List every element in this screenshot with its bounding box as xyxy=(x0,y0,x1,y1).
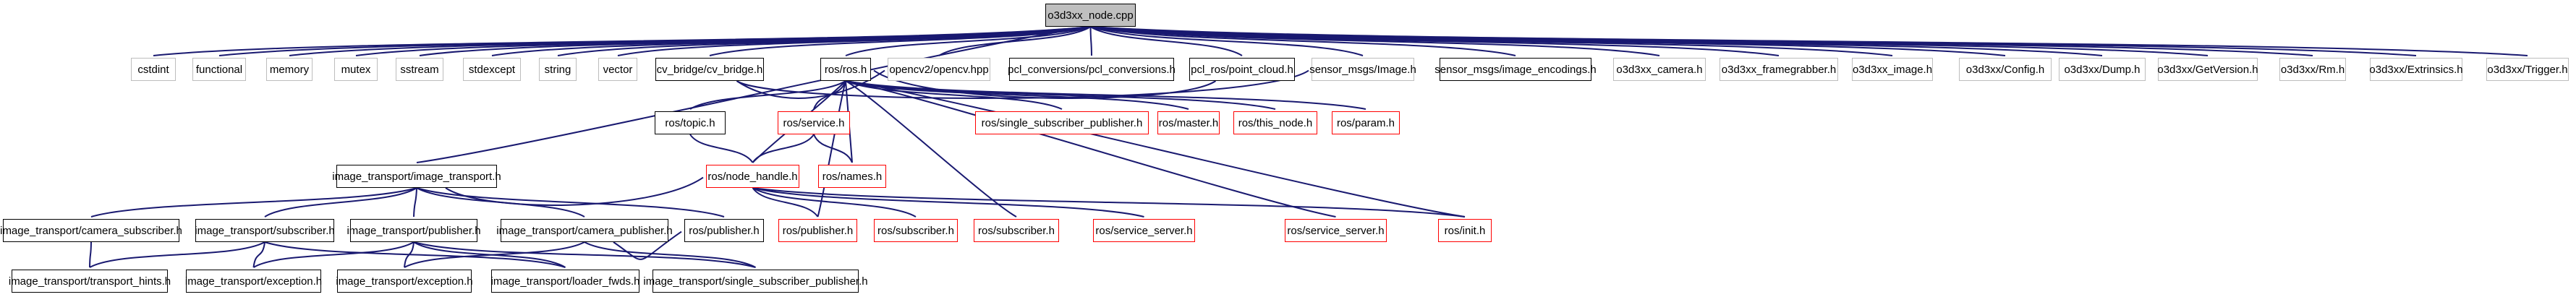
graph-node-it_hints[interactable]: image_transport/transport_hints.h xyxy=(9,270,171,293)
edge-ros_ros-to-ros_ss_r2 xyxy=(845,80,1336,218)
edge-it_sub-to-it_exc1 xyxy=(252,241,265,268)
graph-node-vector: vector xyxy=(598,58,637,81)
edge-ros_ros-to-ros_param xyxy=(845,80,1366,110)
graph-node-sstream: sstream xyxy=(396,58,443,81)
graph-node-ros_ss_r2[interactable]: ros/service_server.h xyxy=(1285,219,1387,242)
edge-main-to-o3_trig xyxy=(1090,26,2528,56)
graph-node-it_pub[interactable]: image_transport/publisher.h xyxy=(347,219,481,242)
graph-node-ros_pub_b[interactable]: ros/publisher.h xyxy=(684,219,764,242)
graph-node-it_loader[interactable]: image_transport/loader_fwds.h xyxy=(491,270,639,293)
edge-it_it-to-it_sub xyxy=(264,187,417,218)
edge-it_it-to-ros_nh xyxy=(445,176,704,206)
edge-main-to-opencv xyxy=(938,26,1092,56)
edge-cv_bridge-to-opencv xyxy=(736,69,885,99)
graph-node-smsg_image: sensor_msgs/Image.h xyxy=(1309,58,1416,81)
edge-ros_topic-to-ros_nh xyxy=(689,134,754,163)
edge-main-to-vector xyxy=(617,26,1091,56)
graph-node-o3_config: o3d3xx/Config.h xyxy=(1959,58,2052,81)
edge-main-to-smsg_enc xyxy=(1090,26,1516,56)
graph-node-o3_camera: o3d3xx_camera.h xyxy=(1613,58,1706,81)
graph-node-main: o3d3xx_node.cpp xyxy=(1045,4,1136,27)
edge-it_camsub-to-it_hints xyxy=(89,241,92,268)
graph-node-o3_trig: o3d3xx/Trigger.h xyxy=(2486,58,2569,81)
edge-main-to-it_it xyxy=(416,26,1091,163)
graph-node-string: string xyxy=(539,58,577,81)
edge-main-to-pcl_ros_pc xyxy=(1089,26,1243,56)
graph-node-o3_getver: o3d3xx/GetVersion.h xyxy=(2157,58,2258,81)
edge-it_it-to-it_pub xyxy=(413,187,417,218)
graph-node-ros_ros[interactable]: ros/ros.h xyxy=(820,58,871,81)
graph-node-stdexcept: stdexcept xyxy=(463,58,521,81)
graph-node-mutex: mutex xyxy=(334,58,378,81)
graph-node-ros_nh[interactable]: ros/node_handle.h xyxy=(706,165,799,188)
edge-it_it-to-ros_pub_b xyxy=(416,187,725,218)
edge-main-to-sstream xyxy=(419,26,1091,56)
graph-node-cv_bridge[interactable]: cv_bridge/cv_bridge.h xyxy=(655,58,764,81)
graph-node-it_campub[interactable]: image_transport/camera_publisher.h xyxy=(496,219,673,242)
graph-node-smsg_enc[interactable]: sensor_msgs/image_encodings.h xyxy=(1434,58,1597,81)
edge-ros_nh-to-ros_init xyxy=(752,187,1466,218)
edge-group xyxy=(89,26,2528,268)
graph-node-memory: memory xyxy=(266,58,313,81)
graph-node-functional: functional xyxy=(192,58,246,81)
graph-node-ros_topic[interactable]: ros/topic.h xyxy=(655,111,726,134)
graph-node-cstdint: cstdint xyxy=(131,58,176,81)
graph-node-o3_ext: o3d3xx/Extrinsics.h xyxy=(2369,58,2463,81)
graph-node-ros_init[interactable]: ros/init.h xyxy=(1438,219,1492,242)
graph-node-o3_rm: o3d3xx/Rm.h xyxy=(2279,58,2346,81)
graph-node-ros_ssp[interactable]: ros/single_subscriber_publisher.h xyxy=(975,111,1149,134)
edge-it_sub-to-it_loader xyxy=(264,241,566,268)
graph-node-it_it[interactable]: image_transport/image_transport.h xyxy=(332,165,501,188)
graph-node-o3_dump: o3d3xx/Dump.h xyxy=(2059,58,2146,81)
graph-node-pcl_conv[interactable]: pcl_conversions/pcl_conversions.h xyxy=(1008,58,1176,81)
edge-it_pub-to-it_ssp xyxy=(413,241,756,268)
graph-node-o3_fg: o3d3xx_framegrabber.h xyxy=(1720,58,1838,81)
graph-node-it_exc2[interactable]: image_transport/exception.h xyxy=(336,270,473,293)
graph-node-ros_thisnode[interactable]: ros/this_node.h xyxy=(1233,111,1317,134)
graph-node-ros_master[interactable]: ros/master.h xyxy=(1157,111,1220,134)
edge-it_sub-to-it_hints xyxy=(89,241,265,268)
graph-node-it_exc1[interactable]: image_transport/exception.h xyxy=(185,270,322,293)
edge-it_campub-to-it_exc2 xyxy=(404,241,585,268)
edge-ros_ros-to-ros_ssp xyxy=(845,80,1063,110)
edge-it_pub-to-it_exc2 xyxy=(404,241,415,268)
edge-ros_nh-to-ros_pub_r xyxy=(752,187,819,218)
graph-node-pcl_ros_pc[interactable]: pcl_ros/point_cloud.h xyxy=(1189,58,1295,81)
edge-it_pub-to-it_exc1 xyxy=(252,241,415,268)
edge-main-to-pcl_conv xyxy=(1089,26,1092,56)
graph-node-it_camsub[interactable]: image_transport/camera_subscriber.h xyxy=(0,219,182,242)
edge-ros_nh-to-ros_ss_r1 xyxy=(752,187,1144,218)
edge-ros_ros-to-ros_init xyxy=(845,80,1466,218)
edge-ros_ros-to-ros_thisnode xyxy=(845,80,1276,110)
edge-ros_nh-to-ros_sub_r1 xyxy=(752,187,917,218)
edge-it_campub-to-it_ssp xyxy=(584,241,756,268)
edge-it_it-to-it_camsub xyxy=(90,187,417,218)
edge-ros_service-to-ros_names xyxy=(813,134,853,163)
graph-node-ros_pub_r[interactable]: ros/publisher.h xyxy=(778,219,857,242)
graph-node-ros_sub_r1[interactable]: ros/subscriber.h xyxy=(874,219,958,242)
graph-node-it_sub[interactable]: image_transport/subscriber.h xyxy=(195,219,335,242)
edge-main-to-o3_camera xyxy=(1090,26,1660,56)
edge-ros_ros-to-ros_sub_r2 xyxy=(845,80,1017,218)
graph-node-opencv: opencv2/opencv.hpp xyxy=(888,58,990,81)
graph-node-ros_service[interactable]: ros/service.h xyxy=(778,111,850,134)
edge-it_campub-to-ros_pub_b xyxy=(613,231,682,260)
edge-cv_bridge-to-smsg_image xyxy=(736,69,1309,99)
graph-node-ros_param[interactable]: ros/param.h xyxy=(1332,111,1400,134)
edge-pcl_ros_pc-to-ros_ros xyxy=(873,69,1217,99)
graph-node-o3_image: o3d3xx_image.h xyxy=(1852,58,1933,81)
graph-node-ros_sub_r2[interactable]: ros/subscriber.h xyxy=(974,219,1059,242)
graph-node-ros_ss_r1[interactable]: ros/service_server.h xyxy=(1093,219,1195,242)
graph-node-ros_names[interactable]: ros/names.h xyxy=(818,165,886,188)
edge-main-to-ros_ros xyxy=(845,26,1091,56)
edge-main-to-smsg_image xyxy=(1090,26,1364,56)
graph-node-it_ssp[interactable]: image_transport/single_subscriber_publis… xyxy=(643,270,868,293)
edge-ros_service-to-ros_nh xyxy=(752,134,815,163)
